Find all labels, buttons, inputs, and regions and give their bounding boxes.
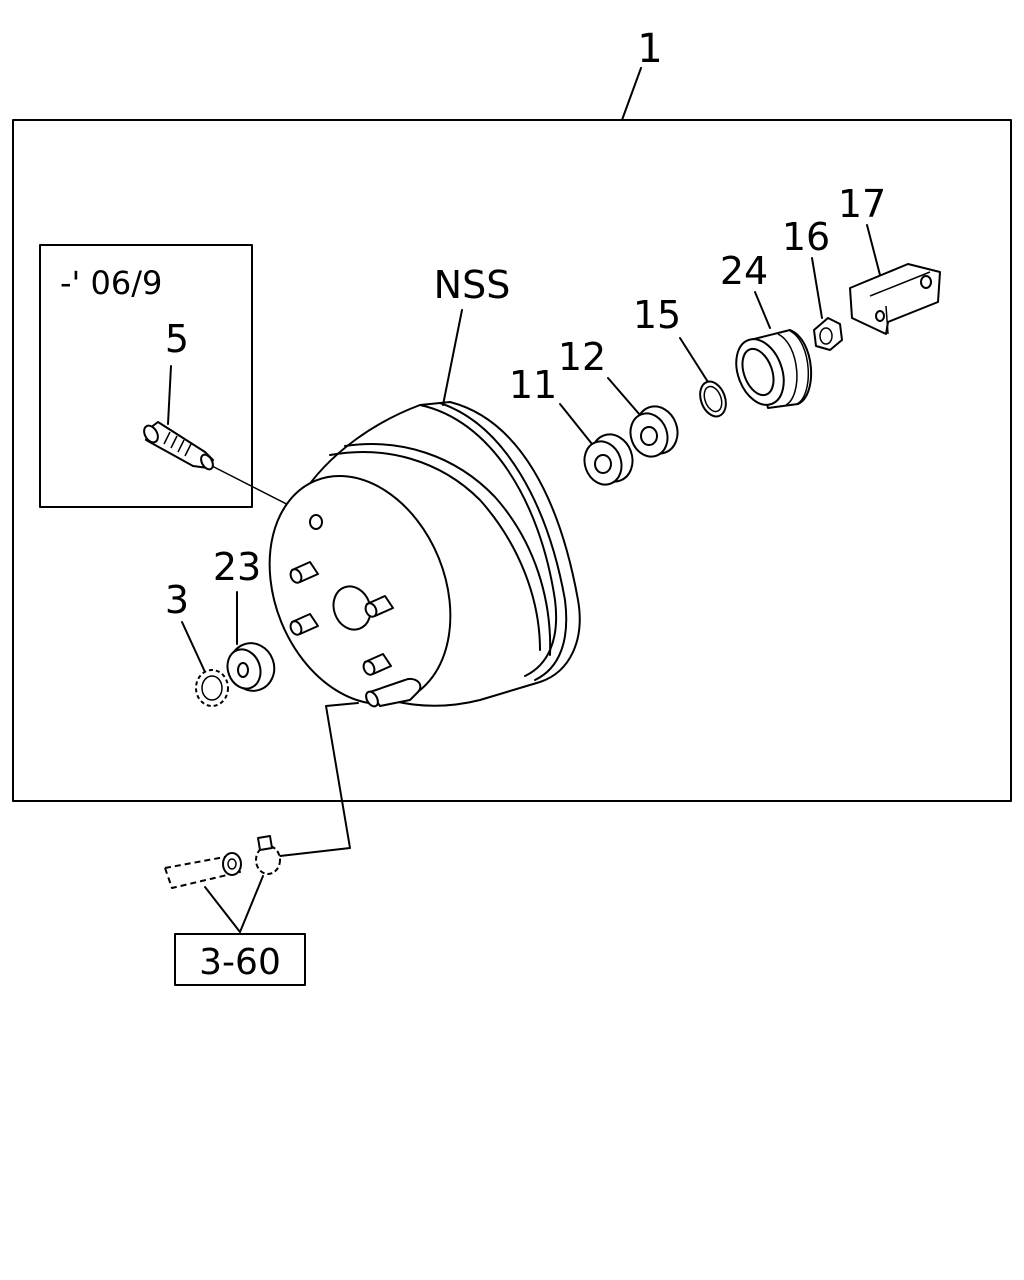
part-label-24: 24 bbox=[720, 249, 768, 293]
sensor-part-5 bbox=[143, 421, 214, 471]
leader-24 bbox=[754, 291, 771, 329]
nut-part-16 bbox=[813, 317, 843, 351]
part-label-12: 12 bbox=[558, 335, 606, 379]
oring-part-15 bbox=[699, 380, 727, 418]
vacuum-hose bbox=[164, 835, 281, 889]
leader-3 bbox=[181, 621, 206, 673]
assembly-number-label: 1 bbox=[637, 26, 662, 72]
leader-16 bbox=[811, 257, 823, 319]
part-label-5: 5 bbox=[165, 317, 189, 361]
nss-leader bbox=[442, 309, 463, 406]
retainer-part-3 bbox=[195, 669, 229, 707]
nss-label: NSS bbox=[434, 263, 511, 307]
ref-leader-left bbox=[204, 886, 241, 933]
part-label-15: 15 bbox=[633, 293, 681, 337]
part-label-3: 3 bbox=[165, 578, 189, 622]
washer-part-11 bbox=[583, 433, 634, 486]
reference-label: 3-60 bbox=[199, 942, 281, 983]
booster-studs bbox=[289, 561, 394, 676]
date-note: -' 06/9 bbox=[60, 264, 162, 302]
part-label-11: 11 bbox=[509, 363, 557, 407]
boot-part-24 bbox=[735, 329, 813, 409]
clevis-part-17 bbox=[849, 263, 941, 335]
brake-booster-body bbox=[268, 401, 581, 708]
leader-11 bbox=[559, 403, 593, 445]
reference-box bbox=[174, 933, 306, 986]
part-label-23: 23 bbox=[213, 545, 261, 589]
assembly-leader-line bbox=[621, 67, 642, 121]
leader-15 bbox=[679, 337, 709, 383]
seal-part-23 bbox=[226, 642, 276, 692]
ref-leader-right bbox=[239, 875, 264, 933]
leader-5 bbox=[167, 365, 172, 425]
leader-17 bbox=[866, 224, 881, 276]
part-label-17: 17 bbox=[838, 182, 886, 226]
inset-box bbox=[39, 244, 253, 508]
assembly-frame bbox=[12, 119, 1012, 802]
leader-12 bbox=[607, 377, 641, 416]
washer-part-12 bbox=[629, 405, 679, 458]
hose-leader-line bbox=[279, 702, 359, 857]
part-label-16: 16 bbox=[782, 215, 830, 259]
